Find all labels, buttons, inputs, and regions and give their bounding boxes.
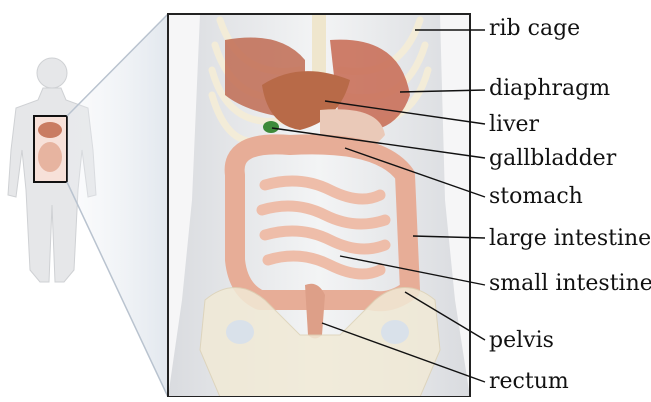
label-small-intestine: small intestine [489, 273, 651, 295]
label-rib-cage: rib cage [489, 18, 580, 40]
gallbladder-illustration [263, 121, 279, 133]
label-liver: liver [489, 114, 539, 136]
label-rectum: rectum [489, 371, 569, 393]
label-pelvis: pelvis [489, 330, 554, 352]
rectum-illustration [305, 284, 325, 339]
label-large-intestine: large intestine [489, 228, 651, 250]
torso-zoom [168, 14, 470, 397]
callout-wedge [67, 14, 168, 397]
label-diaphragm: diaphragm [489, 78, 610, 100]
label-stomach: stomach [489, 186, 583, 208]
label-gallbladder: gallbladder [489, 148, 616, 170]
